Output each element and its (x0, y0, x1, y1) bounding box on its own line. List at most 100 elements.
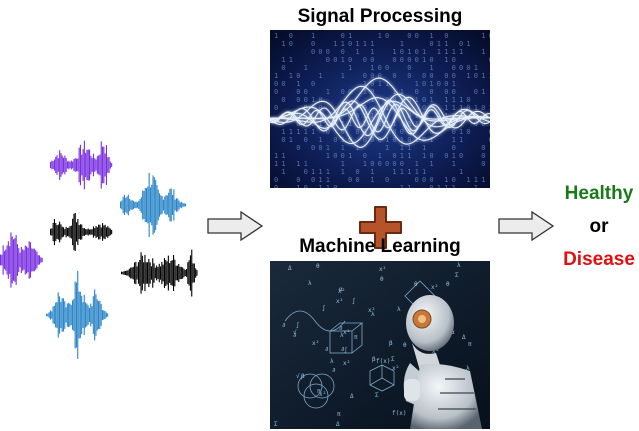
svg-text:1: 1 (459, 168, 463, 176)
svg-text:1: 1 (400, 40, 404, 48)
svg-text:0: 0 (296, 88, 300, 96)
svg-text:0: 0 (429, 72, 433, 80)
svg-text:0: 0 (444, 32, 448, 40)
svg-text:0: 0 (363, 104, 367, 112)
svg-text:1: 1 (348, 120, 352, 128)
svg-text:1: 1 (281, 56, 285, 64)
svg-text:1: 1 (415, 96, 419, 104)
svg-text:0: 0 (429, 184, 433, 188)
svg-text:0: 0 (355, 176, 359, 184)
svg-text:Δ: Δ (336, 421, 340, 428)
svg-text:0: 0 (378, 64, 382, 72)
svg-text:0: 0 (370, 72, 374, 80)
svg-text:0: 0 (392, 72, 396, 80)
svg-text:1: 1 (326, 184, 330, 188)
svg-text:1: 1 (311, 128, 315, 136)
svg-text:∂: ∂ (332, 367, 336, 374)
svg-text:0: 0 (304, 184, 308, 188)
svg-text:1: 1 (318, 184, 322, 188)
svg-text:x²: x² (368, 307, 375, 314)
svg-text:1: 1 (304, 160, 308, 168)
svg-text:0: 0 (392, 160, 396, 168)
svg-text:0: 0 (481, 120, 485, 128)
svg-text:1: 1 (407, 168, 411, 176)
svg-text:0: 0 (348, 88, 352, 96)
svg-text:1: 1 (348, 152, 352, 160)
svg-text:1: 1 (311, 168, 315, 176)
svg-text:0: 0 (392, 56, 396, 64)
svg-text:0: 0 (422, 176, 426, 184)
svg-text:π: π (317, 388, 321, 395)
svg-text:0: 0 (274, 88, 278, 96)
svg-text:1: 1 (481, 176, 485, 184)
svg-text:0: 0 (296, 144, 300, 152)
svg-text:1: 1 (318, 176, 322, 184)
svg-text:0: 0 (474, 72, 478, 80)
svg-text:1: 1 (429, 80, 433, 88)
svg-text:Σ: Σ (391, 356, 395, 363)
svg-text:1: 1 (326, 144, 330, 152)
svg-text:1: 1 (363, 120, 367, 128)
svg-text:0: 0 (415, 32, 419, 40)
svg-text:x²: x² (392, 365, 399, 372)
svg-text:f(x): f(x) (392, 410, 406, 417)
svg-text:0: 0 (474, 88, 478, 96)
svg-text:0: 0 (452, 56, 456, 64)
svg-text:λ: λ (340, 332, 344, 339)
svg-text:1: 1 (304, 128, 308, 136)
svg-text:0: 0 (466, 128, 470, 136)
svg-text:0: 0 (296, 72, 300, 80)
svg-text:0: 0 (489, 136, 490, 144)
svg-text:1: 1 (378, 32, 382, 40)
svg-text:1: 1 (348, 64, 352, 72)
svg-text:1: 1 (341, 168, 345, 176)
svg-text:1: 1 (452, 96, 456, 104)
svg-text:f(x): f(x) (376, 358, 390, 365)
svg-text:0: 0 (333, 184, 337, 188)
svg-text:0: 0 (466, 104, 470, 112)
svg-text:1: 1 (489, 104, 490, 112)
svg-text:1: 1 (281, 40, 285, 48)
svg-text:∂: ∂ (341, 346, 345, 353)
svg-text:π: π (337, 411, 341, 418)
svg-text:α: α (451, 329, 455, 336)
svg-text:1: 1 (407, 152, 411, 160)
machine-learning-title: Machine Learning (299, 236, 461, 257)
svg-text:1: 1 (326, 88, 330, 96)
svg-text:x²: x² (319, 391, 326, 398)
svg-text:1: 1 (348, 104, 352, 112)
svg-text:1: 1 (274, 160, 278, 168)
svg-text:0: 0 (333, 56, 337, 64)
svg-text:0: 0 (429, 56, 433, 64)
svg-text:0: 0 (459, 40, 463, 48)
svg-text:1: 1 (429, 32, 433, 40)
svg-text:1: 1 (400, 88, 404, 96)
svg-text:0: 0 (400, 48, 404, 56)
svg-text:0: 0 (459, 64, 463, 72)
svg-text:1: 1 (326, 168, 330, 176)
svg-text:1: 1 (296, 128, 300, 136)
input-arrow (207, 211, 263, 241)
machine-learning-image: βΔπλ∂Σ∂∫α∫λθx²λΔx²πx²α∂x²√f(x)λx²∂∫∂Δβλ∂… (270, 261, 490, 429)
svg-text:1: 1 (341, 160, 345, 168)
svg-text:0: 0 (370, 136, 374, 144)
svg-text:0: 0 (452, 176, 456, 184)
svg-text:0: 0 (318, 144, 322, 152)
svg-text:∫: ∫ (344, 346, 348, 354)
svg-text:0: 0 (429, 176, 433, 184)
svg-text:Σ: Σ (274, 421, 278, 428)
svg-text:0: 0 (407, 120, 411, 128)
svg-text:0: 0 (296, 112, 300, 120)
outcome-or: or (589, 216, 609, 237)
svg-text:0: 0 (318, 104, 322, 112)
svg-text:1: 1 (466, 72, 470, 80)
svg-text:0: 0 (378, 72, 382, 80)
svg-text:1: 1 (444, 112, 448, 120)
svg-text:0: 0 (444, 88, 448, 96)
svg-text:0: 0 (459, 152, 463, 160)
svg-text:x²: x² (343, 360, 350, 367)
svg-text:β: β (372, 356, 376, 363)
svg-text:λ: λ (330, 358, 334, 365)
svg-text:0: 0 (341, 48, 345, 56)
